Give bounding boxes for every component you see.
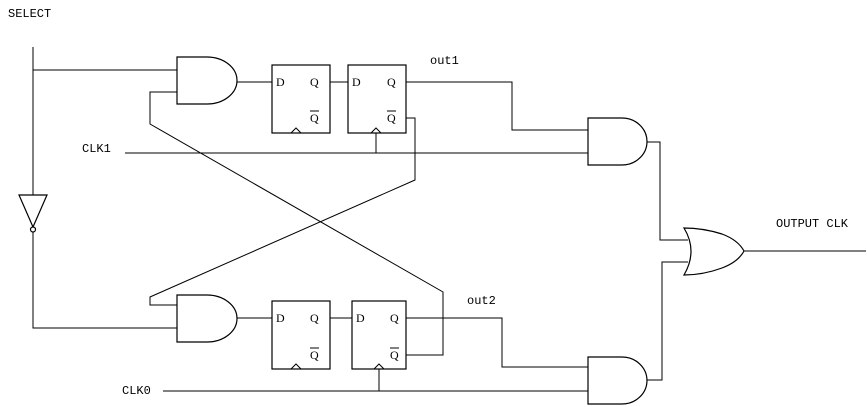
and-gate-bottom bbox=[176, 294, 238, 343]
and-gate-top bbox=[176, 56, 238, 105]
flipflop-3: D Q Q bbox=[271, 300, 331, 370]
ff-pin-qbar: Q bbox=[387, 111, 396, 125]
flipflop-1: D Q Q bbox=[271, 64, 331, 134]
and-gate-out1 bbox=[587, 117, 648, 166]
ff-pin-q: Q bbox=[310, 75, 319, 89]
ff-pin-q: Q bbox=[387, 75, 396, 89]
flipflop-4: D Q Q bbox=[351, 300, 407, 370]
select-label: SELECT bbox=[8, 7, 51, 21]
ff-pin-d: D bbox=[352, 75, 361, 89]
not-gate bbox=[18, 194, 48, 233]
ff-pin-d: D bbox=[276, 311, 285, 325]
ff-pin-d: D bbox=[276, 75, 285, 89]
or-gate bbox=[682, 227, 745, 276]
out1-label: out1 bbox=[430, 54, 459, 68]
ff-pin-d: D bbox=[356, 311, 365, 325]
flipflop-2: D Q Q bbox=[347, 64, 407, 134]
wires bbox=[32, 47, 866, 392]
clk1-label: CLK1 bbox=[82, 142, 111, 156]
output-clk-label: OUTPUT CLK bbox=[776, 217, 849, 231]
ff-pin-qbar: Q bbox=[310, 111, 319, 125]
clk0-label: CLK0 bbox=[122, 384, 151, 398]
out2-label: out2 bbox=[467, 294, 496, 308]
ff-pin-qbar: Q bbox=[390, 348, 399, 362]
ff-pin-qbar: Q bbox=[310, 348, 319, 362]
and-gate-out2 bbox=[587, 356, 648, 405]
ff-pin-q: Q bbox=[310, 311, 319, 325]
ff-pin-q: Q bbox=[390, 311, 399, 325]
